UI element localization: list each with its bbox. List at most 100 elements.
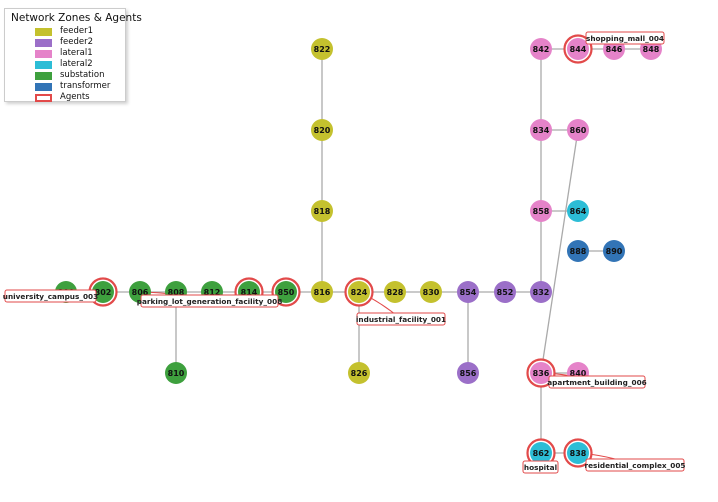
legend-swatch-lateral2 [35, 61, 52, 69]
node-836[interactable]: 836 [526, 358, 556, 388]
agent-label-text: university_campus_003 [3, 292, 98, 301]
agent-label-text: parking_lot_generation_facility_008 [137, 297, 283, 306]
node-label: 814 [241, 288, 258, 297]
node-label: 802 [95, 288, 112, 297]
node-856[interactable]: 856 [457, 362, 479, 384]
node-circle [567, 240, 589, 262]
node-circle [275, 281, 297, 303]
agent-label-862: hospital [522, 460, 559, 474]
node-circle [530, 119, 552, 141]
node-862[interactable]: 862 [526, 438, 556, 468]
nodes-layer: 8008028068088128148508108168188208228248… [55, 34, 662, 468]
agent-label-box [548, 375, 646, 389]
node-844[interactable]: 844 [563, 34, 593, 64]
agent-label-802: university_campus_003 [3, 289, 98, 303]
node-834[interactable]: 834 [530, 119, 552, 141]
node-810[interactable]: 810 [165, 362, 187, 384]
node-label: 818 [314, 207, 331, 216]
node-888[interactable]: 888 [567, 240, 589, 262]
node-label: 838 [570, 449, 587, 458]
edge-860-836 [540, 129, 579, 374]
node-842[interactable]: 842 [530, 38, 552, 60]
node-826[interactable]: 826 [348, 362, 370, 384]
agent-label-box [585, 458, 685, 472]
node-label: 854 [460, 288, 477, 297]
node-label: 846 [606, 45, 623, 54]
legend-swatch-transformer [35, 83, 52, 91]
legend: Network Zones & Agents feeder1 feeder2 l… [4, 8, 142, 102]
node-828[interactable]: 828 [384, 281, 406, 303]
agent-label-text: residential_complex_005 [584, 461, 685, 470]
legend-swatch-feeder1 [35, 28, 52, 36]
node-label: 816 [314, 288, 331, 297]
node-circle [348, 362, 370, 384]
node-circle [165, 362, 187, 384]
node-label: 830 [423, 288, 440, 297]
node-890[interactable]: 890 [603, 240, 625, 262]
node-854[interactable]: 854 [457, 281, 479, 303]
node-850[interactable]: 850 [271, 277, 301, 307]
node-circle [348, 281, 370, 303]
node-label: 858 [533, 207, 550, 216]
node-circle [530, 200, 552, 222]
node-label: 856 [460, 369, 477, 378]
node-circle [530, 362, 552, 384]
node-864[interactable]: 864 [567, 200, 589, 222]
node-label: 806 [132, 288, 149, 297]
node-label: 852 [497, 288, 514, 297]
node-label: 820 [314, 126, 331, 135]
node-860[interactable]: 860 [567, 119, 589, 141]
legend-title: Network Zones & Agents [11, 12, 142, 24]
agent-label-806: parking_lot_generation_facility_008 [137, 294, 283, 308]
node-label: 822 [314, 45, 331, 54]
node-circle [311, 119, 333, 141]
agent-label-text: industrial_facility_001 [356, 315, 446, 324]
node-818[interactable]: 818 [311, 200, 333, 222]
node-circle [457, 362, 479, 384]
node-circle [603, 240, 625, 262]
node-circle [494, 281, 516, 303]
node-label: 890 [606, 247, 623, 256]
legend-swatch-lateral1 [35, 50, 52, 58]
node-820[interactable]: 820 [311, 119, 333, 141]
legend-label: transformer [60, 81, 111, 91]
node-838[interactable]: 838 [563, 438, 593, 468]
node-label: 842 [533, 45, 550, 54]
node-label: 862 [533, 449, 550, 458]
agent-label-box [522, 460, 559, 474]
node-824[interactable]: 824 [344, 277, 374, 307]
node-circle [530, 442, 552, 464]
node-circle [530, 38, 552, 60]
node-circle [567, 200, 589, 222]
node-858[interactable]: 858 [530, 200, 552, 222]
node-circle [311, 281, 333, 303]
node-circle [92, 281, 114, 303]
legend-label: feeder1 [60, 26, 93, 36]
node-circle [311, 200, 333, 222]
agent-label-838: residential_complex_005 [584, 458, 686, 472]
node-label: 824 [351, 288, 368, 297]
legend-swatch-substation [35, 72, 52, 80]
node-832[interactable]: 832 [530, 281, 552, 303]
node-circle [311, 38, 333, 60]
agent-label-836: apartment_building_006 [547, 375, 647, 389]
agent-label-844: shopping_mall_004 [585, 31, 665, 45]
legend-label: substation [60, 70, 105, 80]
node-label: 834 [533, 126, 550, 135]
node-circle [384, 281, 406, 303]
node-822[interactable]: 822 [311, 38, 333, 60]
agent-label-824: industrial_facility_001 [356, 312, 446, 326]
node-label: 848 [643, 45, 660, 54]
agent-labels-layer: university_campus_003 parking_lot_generat… [3, 31, 686, 474]
node-852[interactable]: 852 [494, 281, 516, 303]
legend-label: lateral2 [60, 59, 93, 69]
agent-label-box [585, 31, 665, 45]
node-circle [567, 38, 589, 60]
node-816[interactable]: 816 [311, 281, 333, 303]
node-circle [567, 442, 589, 464]
agent-label-box [140, 294, 279, 308]
agent-label-text: apartment_building_006 [547, 378, 646, 387]
node-label: 826 [351, 369, 368, 378]
node-830[interactable]: 830 [420, 281, 442, 303]
